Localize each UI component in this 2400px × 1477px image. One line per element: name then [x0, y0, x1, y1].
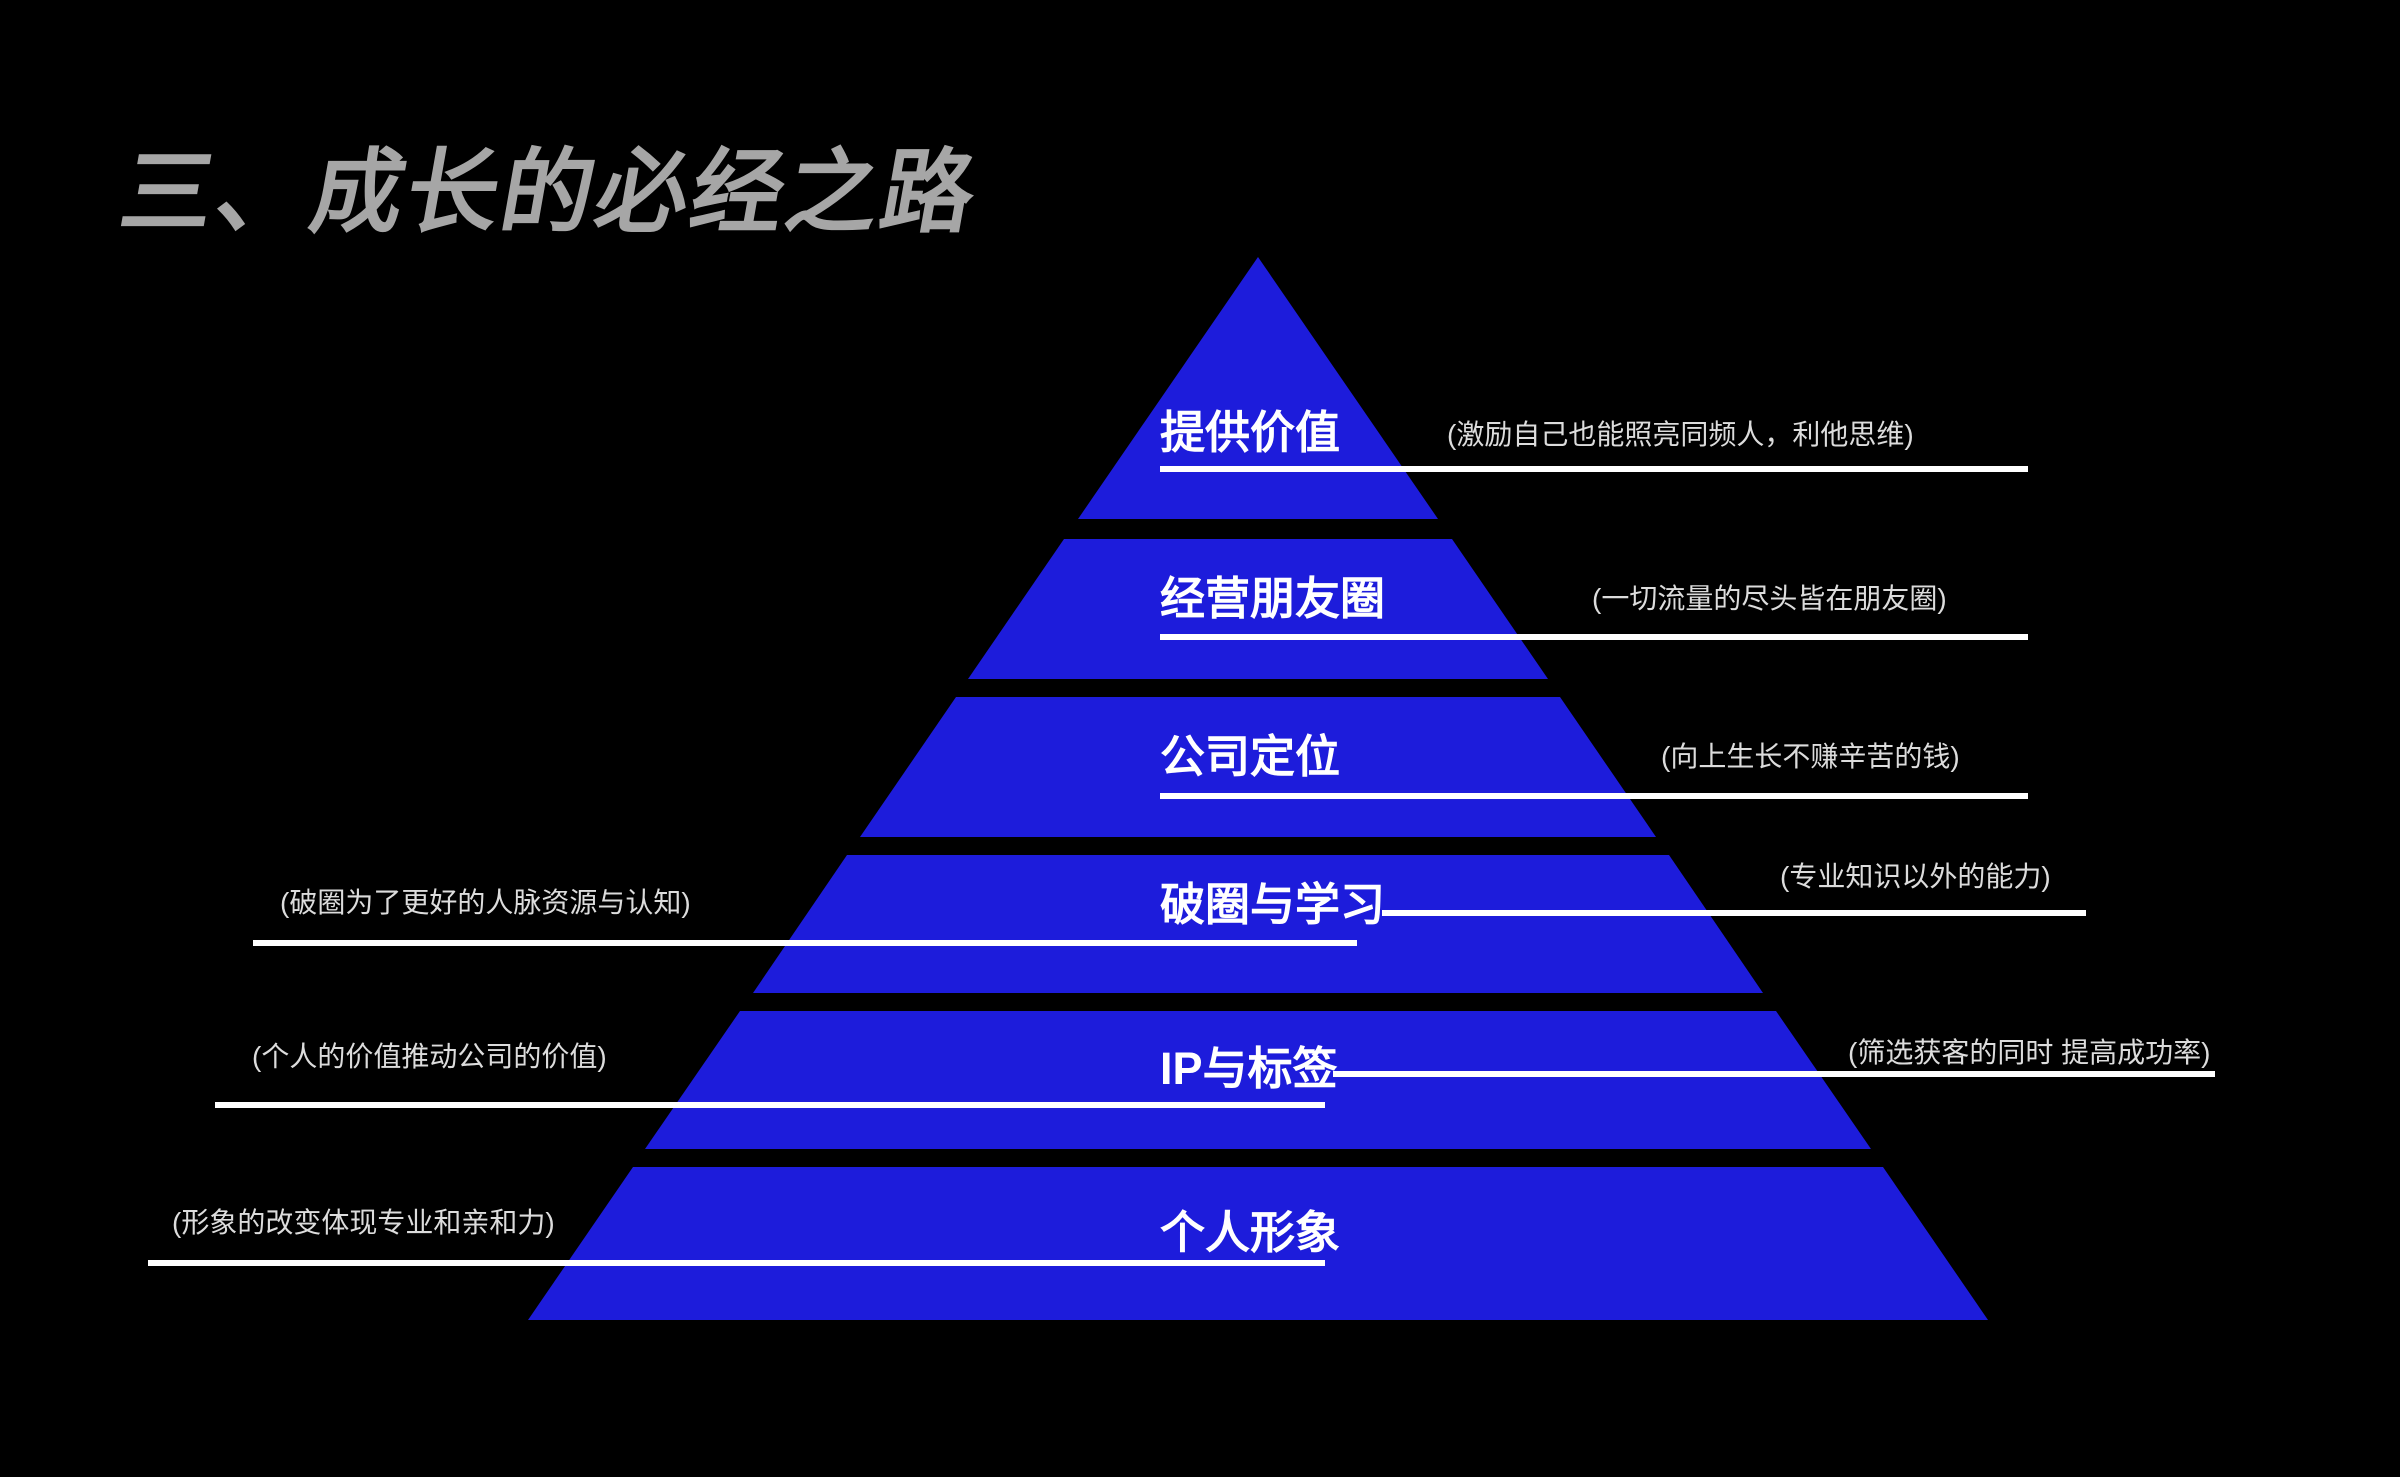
pyramid-level-6-shape — [528, 1167, 1988, 1320]
pyramid-level-5-shape — [645, 1011, 1871, 1149]
level-6-connector-line-left — [148, 1260, 1325, 1266]
level-6-annotation-left: (形象的改变体现专业和亲和力) — [172, 1207, 555, 1238]
level-5-connector-line-right — [1333, 1071, 2215, 1077]
level-1-annotation-right: (激励自己也能照亮同频人，利他思维) — [1447, 419, 1914, 450]
pyramid-level-2-shape — [968, 539, 1548, 679]
pyramid-level-4-shape — [753, 855, 1763, 993]
level-4-connector-line-left — [253, 940, 1357, 946]
level-5-connector-line-left — [215, 1102, 1325, 1108]
level-2-annotation-right: (一切流量的尽头皆在朋友圈) — [1592, 583, 1947, 614]
level-4-label: 破圈与学习 — [1160, 879, 1386, 930]
level-1-label: 提供价值 — [1160, 407, 1341, 458]
level-1-connector-line — [1160, 466, 2028, 472]
level-3-annotation-right: (向上生长不赚辛苦的钱) — [1661, 741, 1960, 772]
level-2-connector-line — [1160, 634, 2028, 640]
level-4-annotation-right: (专业知识以外的能力) — [1780, 861, 2051, 892]
pyramid-level-3-shape — [860, 697, 1656, 837]
level-4-connector-line-right — [1382, 910, 2086, 916]
level-5-annotation-left: (个人的价值推动公司的价值) — [252, 1041, 607, 1072]
level-5-label: IP与标签 — [1160, 1043, 1338, 1094]
level-6-label: 个人形象 — [1160, 1207, 1341, 1258]
level-4-annotation-left: (破圈为了更好的人脉资源与认知) — [280, 887, 691, 918]
level-2-label: 经营朋友圈 — [1160, 573, 1386, 624]
level-5-annotation-right: (筛选获客的同时 提高成功率) — [1848, 1037, 2211, 1068]
level-3-label: 公司定位 — [1160, 731, 1341, 782]
pyramid-level-1-shape — [1078, 257, 1438, 519]
level-3-connector-line — [1160, 793, 2028, 799]
